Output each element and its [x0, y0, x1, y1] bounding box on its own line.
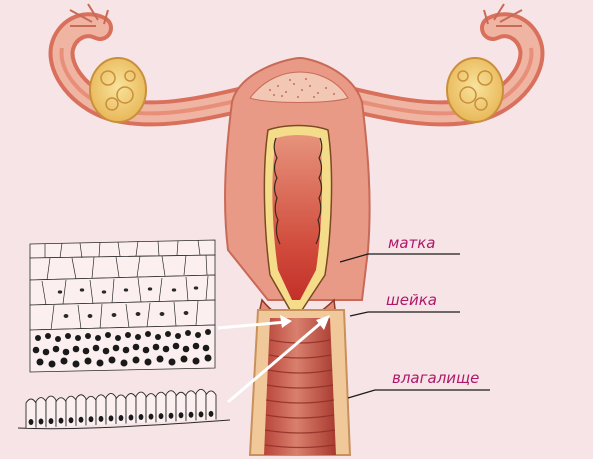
- left-fallopian-tube: [62, 4, 248, 113]
- squamous-epithelium-illustration: [30, 240, 215, 372]
- columnar-cell-nucleus: [89, 416, 94, 422]
- columnar-cell-nucleus: [59, 418, 64, 424]
- left-ovary: [90, 58, 146, 122]
- columnar-epithelium-illustration: [18, 389, 230, 428]
- columnar-cell-nucleus: [149, 414, 154, 420]
- label-cervix: шейка: [386, 291, 437, 309]
- columnar-cell-nucleus: [129, 415, 134, 421]
- label-vagina: влагалище: [392, 369, 479, 387]
- columnar-cell-nucleus: [169, 413, 174, 419]
- columnar-cell-nucleus: [139, 414, 144, 420]
- columnar-cell-nucleus: [39, 419, 44, 425]
- columnar-cell-nucleus: [179, 412, 184, 418]
- right-ovary: [447, 58, 503, 122]
- columnar-cell-nucleus: [159, 413, 164, 419]
- columnar-cell-nucleus: [79, 417, 84, 423]
- columnar-cell-nucleus: [189, 412, 194, 418]
- columnar-cell-nucleus: [109, 415, 114, 421]
- right-fallopian-tube: [345, 4, 531, 113]
- columnar-cell-nucleus: [199, 411, 204, 417]
- columnar-cell-nucleus: [119, 415, 124, 421]
- columnar-cell-nucleus: [49, 418, 54, 424]
- label-uterus: матка: [388, 234, 436, 252]
- vagina: [250, 310, 350, 455]
- columnar-cell-nucleus: [69, 417, 74, 423]
- columnar-cell-nucleus: [99, 416, 104, 422]
- columnar-cell-nucleus: [29, 419, 34, 425]
- columnar-cell-nucleus: [209, 411, 214, 417]
